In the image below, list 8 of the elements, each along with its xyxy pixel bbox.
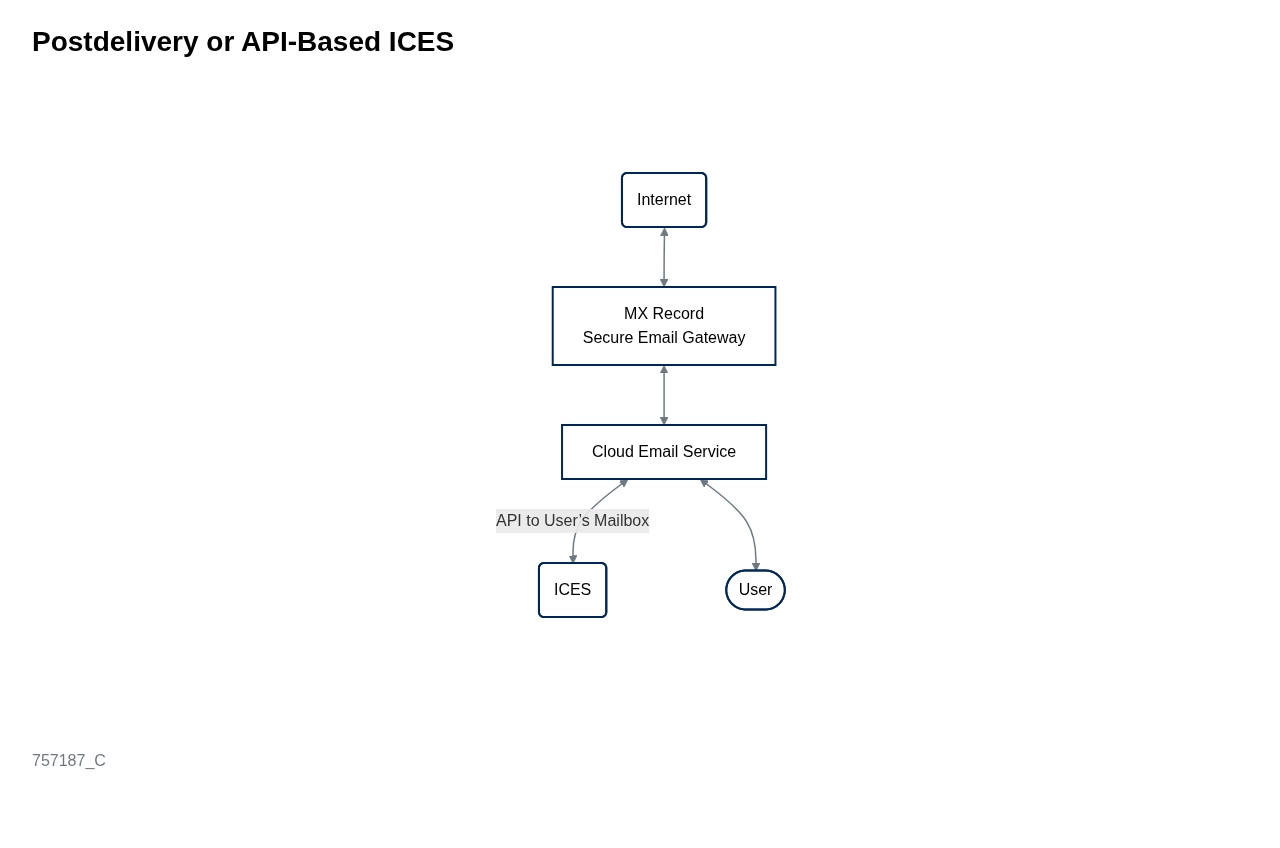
arrow xyxy=(659,227,669,288)
arrow xyxy=(699,478,760,572)
diagram-title: Postdelivery or API-Based ICES xyxy=(32,26,455,58)
arrow xyxy=(659,365,669,426)
figure-id-note: 757187_C xyxy=(32,752,106,770)
node-box: MX Record Secure Email Gateway xyxy=(551,286,777,366)
edge-label: API to User’s Mailbox xyxy=(495,512,649,529)
node-box: Cloud Email Service xyxy=(560,424,767,480)
